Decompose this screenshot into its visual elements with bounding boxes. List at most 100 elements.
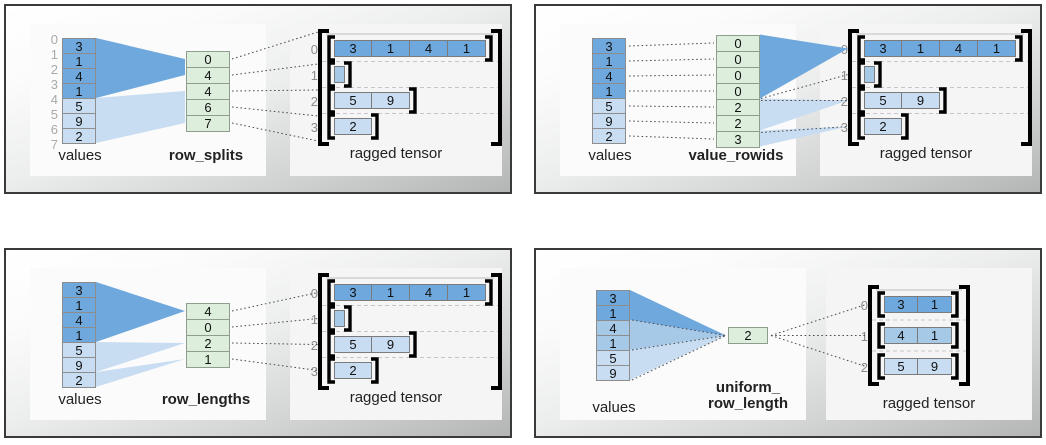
- row-index-label: 2: [310, 94, 318, 109]
- row-index-label: 2: [860, 360, 868, 375]
- value-cell: 3: [62, 38, 96, 54]
- encoding-cell: 2: [716, 98, 760, 116]
- value-index-label: 6: [50, 122, 58, 137]
- ragged-cell: 3: [334, 284, 372, 301]
- encoding-cell: 6: [186, 98, 230, 116]
- value-cell: 4: [596, 320, 630, 336]
- encoding-caption: row_lengths: [161, 391, 251, 408]
- encoding-cell: 0: [716, 50, 760, 68]
- ragged-cell: 1: [977, 40, 1016, 57]
- value-cell: 9: [596, 365, 630, 381]
- tensor-caption: ragged tensor: [882, 395, 976, 412]
- value-cell: 5: [596, 350, 630, 366]
- row-index-label: 0: [310, 42, 318, 57]
- encoding-cell: 1: [186, 350, 230, 368]
- row-index-label: 2: [310, 338, 318, 353]
- ragged-cell: 1: [447, 284, 486, 301]
- value-cell: 9: [62, 113, 96, 129]
- value-index-label: 0: [50, 32, 58, 47]
- value-index-label: 7: [50, 137, 58, 152]
- values-caption: values: [58, 147, 102, 164]
- value-cell: 1: [596, 335, 630, 351]
- tensor-caption: ragged tensor: [349, 145, 443, 162]
- ragged-cell: 9: [917, 358, 952, 375]
- encoding-cell: 0: [186, 50, 230, 68]
- ragged-cell: 1: [917, 327, 952, 344]
- value-cell: 2: [592, 128, 626, 144]
- row-index-label: 0: [310, 286, 318, 301]
- row-index-label: 2: [840, 94, 848, 109]
- ragged-cell: 9: [901, 92, 940, 109]
- ragged-empty-cell: [334, 310, 345, 327]
- row-index-label: 1: [310, 68, 318, 83]
- encoding-cell: 2: [716, 114, 760, 132]
- values-caption: values: [58, 391, 102, 408]
- value-cell: 1: [62, 297, 96, 313]
- value-index-label: 1: [50, 47, 58, 62]
- row-index-label: 3: [310, 120, 318, 135]
- row-index-label: 0: [860, 298, 868, 313]
- encoding-cell: 0: [716, 66, 760, 84]
- encoding-cell: 4: [186, 302, 230, 320]
- value-cell: 1: [592, 83, 626, 99]
- value-cell: 4: [592, 68, 626, 84]
- encoding-cell: 4: [186, 66, 230, 84]
- ragged-cell: 4: [884, 327, 918, 344]
- ragged-cell: 4: [409, 284, 448, 301]
- value-index-label: 2: [50, 62, 58, 77]
- encoding-cell: 0: [716, 82, 760, 100]
- values-caption: values: [588, 147, 632, 164]
- encoding-cell: 0: [186, 318, 230, 336]
- value-cell: 2: [62, 372, 96, 388]
- value-cell: 3: [592, 38, 626, 54]
- ragged-cell: 9: [371, 92, 410, 109]
- ragged-cell: 1: [901, 40, 940, 57]
- value-cell: 4: [62, 312, 96, 328]
- encoding-cell: 4: [186, 82, 230, 100]
- row-index-label: 1: [310, 312, 318, 327]
- value-cell: 2: [62, 128, 96, 144]
- value-cell: 3: [62, 282, 96, 298]
- ragged-empty-cell: [864, 66, 875, 83]
- encoding-cell: 7: [186, 114, 230, 132]
- value-cell: 1: [62, 327, 96, 343]
- encoding-caption: row_splits: [168, 147, 244, 164]
- value-cell: 1: [62, 53, 96, 69]
- value-cell: 3: [596, 290, 630, 306]
- row-index-label: 1: [860, 329, 868, 344]
- encoding-caption: value_rowids: [688, 147, 784, 164]
- ragged-cell: 3: [334, 40, 372, 57]
- encoding-cell: 0: [716, 34, 760, 52]
- value-cell: 5: [62, 342, 96, 358]
- encoding-cell: 3: [716, 130, 760, 148]
- row-index-label: 1: [840, 68, 848, 83]
- value-index-label: 4: [50, 92, 58, 107]
- ragged-cell: 5: [884, 358, 918, 375]
- ragged-cell: 4: [409, 40, 448, 57]
- ragged-cell: 5: [334, 336, 372, 353]
- row-index-label: 3: [310, 364, 318, 379]
- value-cell: 5: [62, 98, 96, 114]
- encoding-caption: uniform_ row_length: [707, 379, 788, 412]
- ragged-cell: 3: [884, 296, 918, 313]
- value-cell: 5: [592, 98, 626, 114]
- ragged-cell: 9: [371, 336, 410, 353]
- ragged-cell: 5: [334, 92, 372, 109]
- value-cell: 9: [62, 357, 96, 373]
- encoding-cell: 2: [186, 334, 230, 352]
- value-cell: 1: [62, 83, 96, 99]
